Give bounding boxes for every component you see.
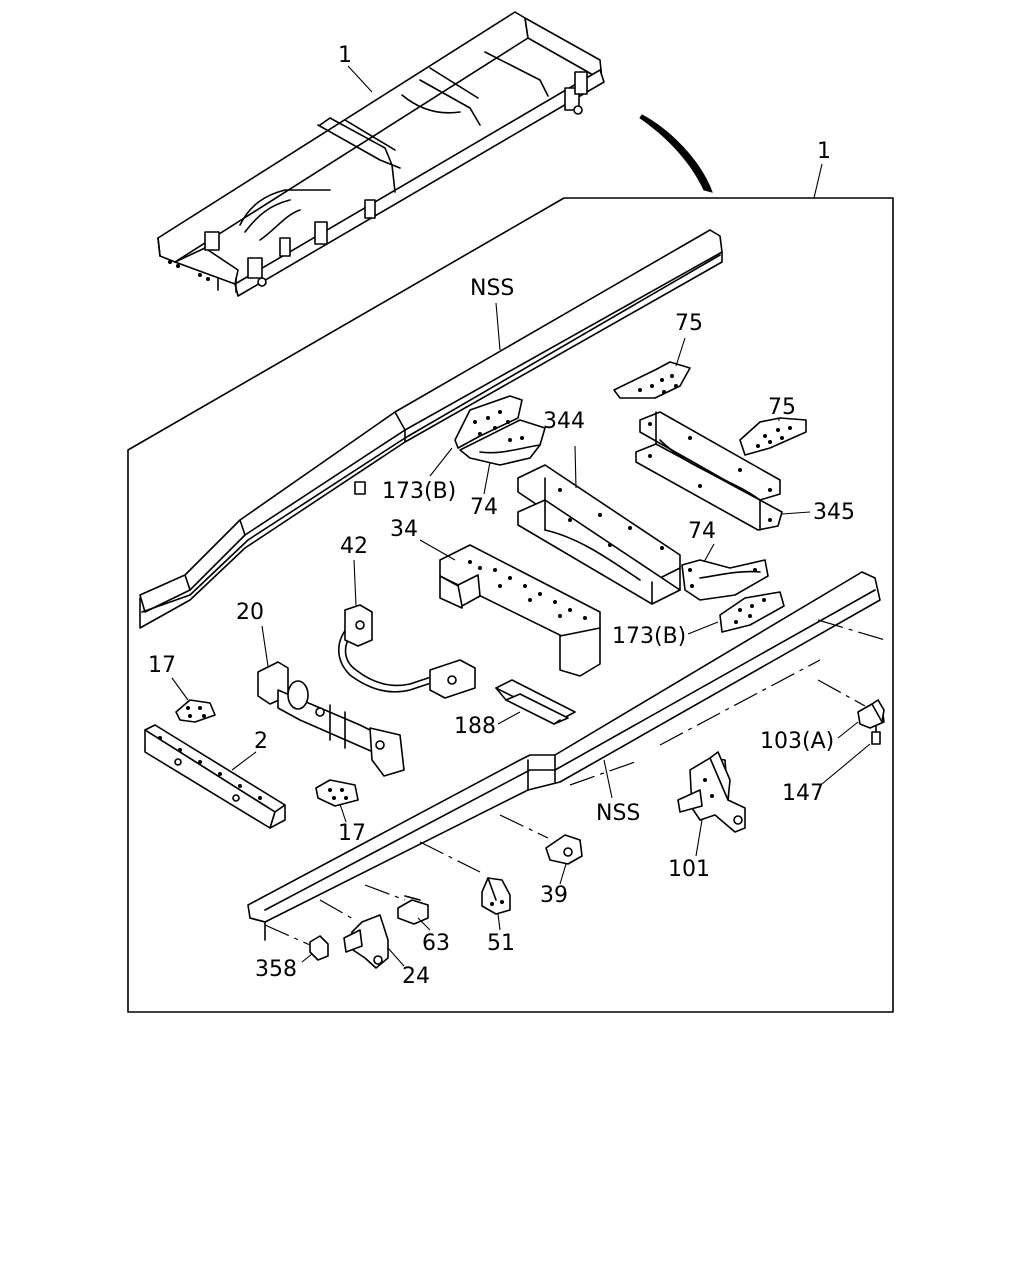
callout-75-b: 75	[768, 395, 796, 420]
callout-nss-lower: NSS	[596, 801, 640, 826]
part-2-crossmember	[144, 724, 286, 829]
callout-344: 344	[543, 409, 585, 434]
callout-17-a: 17	[148, 653, 176, 678]
exploded-view-frame	[127, 197, 894, 1013]
part-173b-upper-gusset	[454, 395, 523, 449]
part-42-stabilizer	[337, 604, 476, 699]
callout-frame-assembly: 1	[338, 43, 352, 68]
part-188-bracket	[495, 679, 576, 725]
part-74-lower-plate	[681, 559, 769, 601]
callout-75-a: 75	[675, 311, 703, 336]
callout-101: 101	[668, 857, 710, 882]
part-63-clip	[397, 895, 429, 925]
upper-side-rail	[139, 229, 723, 629]
part-75-upper-bracket	[613, 361, 691, 399]
callout-173b-b: 173(B)	[612, 624, 686, 649]
part-17-lower-bracket	[315, 779, 359, 807]
part-147-bolt	[871, 725, 881, 745]
part-74-upper-plate	[459, 419, 546, 466]
callout-42: 42	[340, 534, 368, 559]
part-101-bracket	[677, 751, 746, 833]
part-103a-bracket	[857, 699, 885, 729]
callout-358: 358	[255, 957, 297, 982]
part-20-crossmember	[257, 661, 405, 777]
callout-34: 34	[390, 517, 418, 542]
part-34-crossmember	[439, 544, 601, 677]
dashed-leader-lines	[264, 619, 886, 946]
part-75-lower-bracket	[739, 417, 807, 456]
lower-side-rail	[247, 571, 881, 941]
callout-frame-box: 1	[817, 139, 831, 164]
callout-24: 24	[402, 964, 430, 989]
part-39-bracket	[545, 834, 583, 865]
callout-173b-a: 173(B)	[382, 479, 456, 504]
callout-147: 147	[782, 781, 824, 806]
callout-63: 63	[422, 931, 450, 956]
callout-74-a: 74	[470, 495, 498, 520]
pointer-arrow-icon	[639, 114, 713, 193]
part-173b-lower-gusset	[719, 591, 785, 633]
callout-39: 39	[540, 883, 568, 908]
frame-assembly-drawing	[157, 11, 605, 297]
callout-188: 188	[454, 714, 496, 739]
callout-345: 345	[813, 500, 855, 525]
part-17-upper-bracket	[175, 699, 216, 723]
callout-51: 51	[487, 931, 515, 956]
part-344-crossmember	[517, 464, 681, 605]
part-358-pad	[309, 935, 329, 961]
part-51-bracket	[481, 877, 511, 915]
part-24-bracket	[343, 914, 389, 969]
callout-20: 20	[236, 600, 264, 625]
callout-17-b: 17	[338, 821, 366, 846]
callout-2: 2	[254, 729, 268, 754]
callout-74-b: 74	[688, 519, 716, 544]
part-345-crossmember	[635, 411, 783, 531]
callout-nss-upper: NSS	[470, 276, 514, 301]
callout-103a: 103(A)	[760, 729, 834, 754]
